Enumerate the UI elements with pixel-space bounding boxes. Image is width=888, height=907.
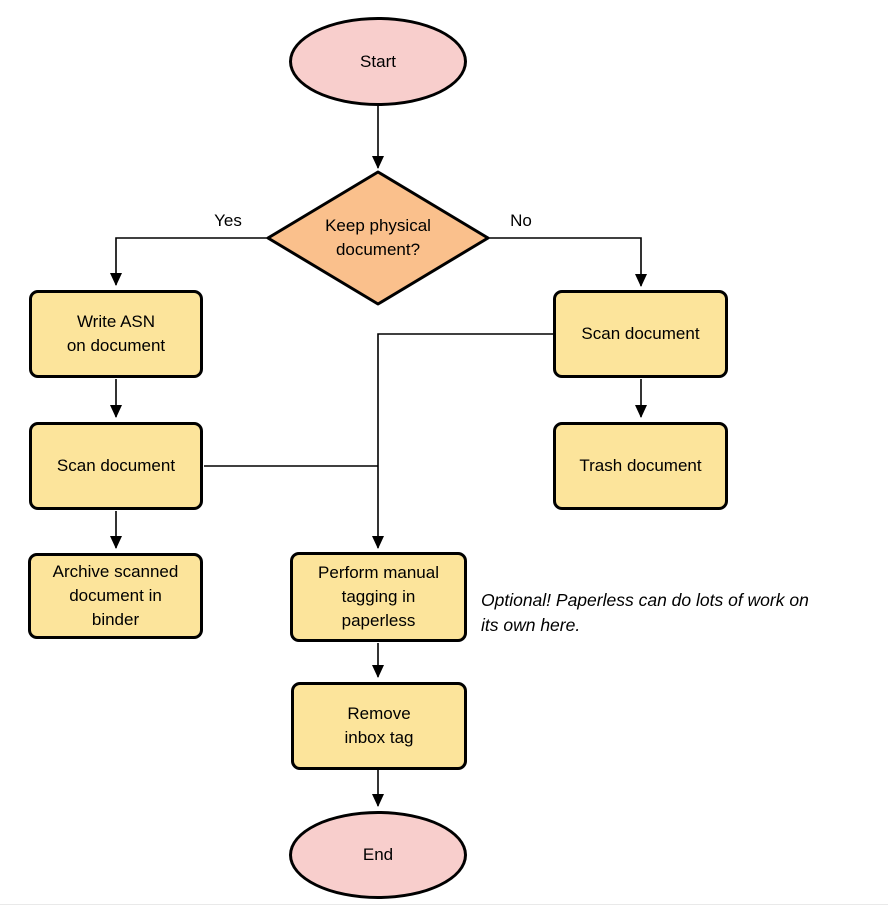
edge-decision-no-to-scan-right (489, 237, 647, 287)
edge-scan-right-to-tagging (372, 333, 553, 549)
edge-label-no: No (510, 211, 532, 230)
bottom-divider (0, 904, 888, 905)
manual-tagging-label: Perform manual tagging in paperless (318, 563, 439, 630)
scan-document-left-node: Scan document (29, 422, 203, 510)
write-asn-node-label: Write ASN on document (66, 312, 166, 355)
edge-label-yes: Yes (214, 211, 242, 230)
remove-inbox-tag-label: Remove inbox tag (344, 704, 414, 747)
trash-document-label: Trash document (579, 456, 702, 475)
end-node-label: End (362, 845, 394, 864)
decision-node: Keep physical document? (265, 170, 491, 306)
archive-node: Archive scanned document in binder (28, 553, 203, 639)
scan-document-right-label: Scan document (581, 324, 700, 343)
optional-note: Optional! Paperless can do lots of work … (481, 590, 809, 635)
decision-node-label: Keep physical document? (325, 216, 431, 259)
start-node: Start (289, 17, 467, 106)
trash-document-node: Trash document (553, 422, 728, 510)
write-asn-node: Write ASN on document (29, 290, 203, 378)
scan-document-right-node: Scan document (553, 290, 728, 378)
end-node: End (289, 811, 467, 899)
remove-inbox-tag-node: Remove inbox tag (291, 682, 467, 770)
archive-node-label: Archive scanned document in binder (52, 562, 179, 629)
edge-decision-yes-to-write-asn (110, 237, 267, 286)
manual-tagging-node: Perform manual tagging in paperless (290, 552, 467, 642)
start-node-label: Start (360, 51, 396, 71)
scan-document-left-label: Scan document (56, 456, 176, 475)
diamond-shape (266, 170, 490, 306)
